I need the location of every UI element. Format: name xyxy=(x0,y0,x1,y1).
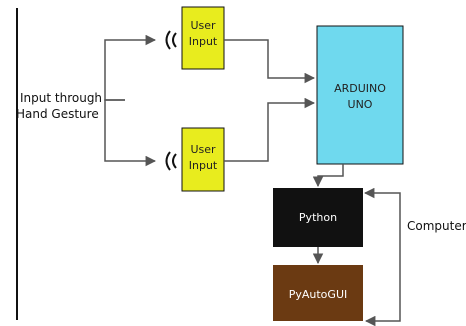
connector-arduino-to-python xyxy=(312,164,344,188)
wave-icon-bottom xyxy=(165,151,177,171)
sensor-top-line1: User xyxy=(190,19,216,32)
computer-label: Computer xyxy=(407,219,466,233)
python-box: Python xyxy=(273,188,363,247)
sensor-box-bottom: User Input xyxy=(181,127,225,192)
bracket-connector-top xyxy=(104,34,157,101)
pyautogui-label: PyAutoGUI xyxy=(289,288,348,301)
arduino-box: ARDUINO UNO xyxy=(316,25,404,165)
python-label: Python xyxy=(299,211,337,224)
sensor-box-top: User Input xyxy=(181,6,225,70)
input-label-line1: Input through xyxy=(20,91,102,105)
input-label-line2: Hand Gesture xyxy=(16,107,99,121)
pyautogui-box: PyAutoGUI xyxy=(273,265,363,321)
sensor-bottom-line2: Input xyxy=(189,159,218,172)
bracket-connector-bottom xyxy=(104,99,157,167)
connector-sensor-top-to-arduino xyxy=(224,39,316,84)
arduino-line2: UNO xyxy=(348,98,373,111)
arduino-line1: ARDUINO xyxy=(334,82,386,95)
connector-sensor-bottom-to-arduino xyxy=(224,97,316,162)
sensor-bottom-line1: User xyxy=(190,143,216,156)
sensor-top-line2: Input xyxy=(189,35,218,48)
wave-icon-top xyxy=(165,30,177,50)
computer-bracket xyxy=(363,187,401,326)
